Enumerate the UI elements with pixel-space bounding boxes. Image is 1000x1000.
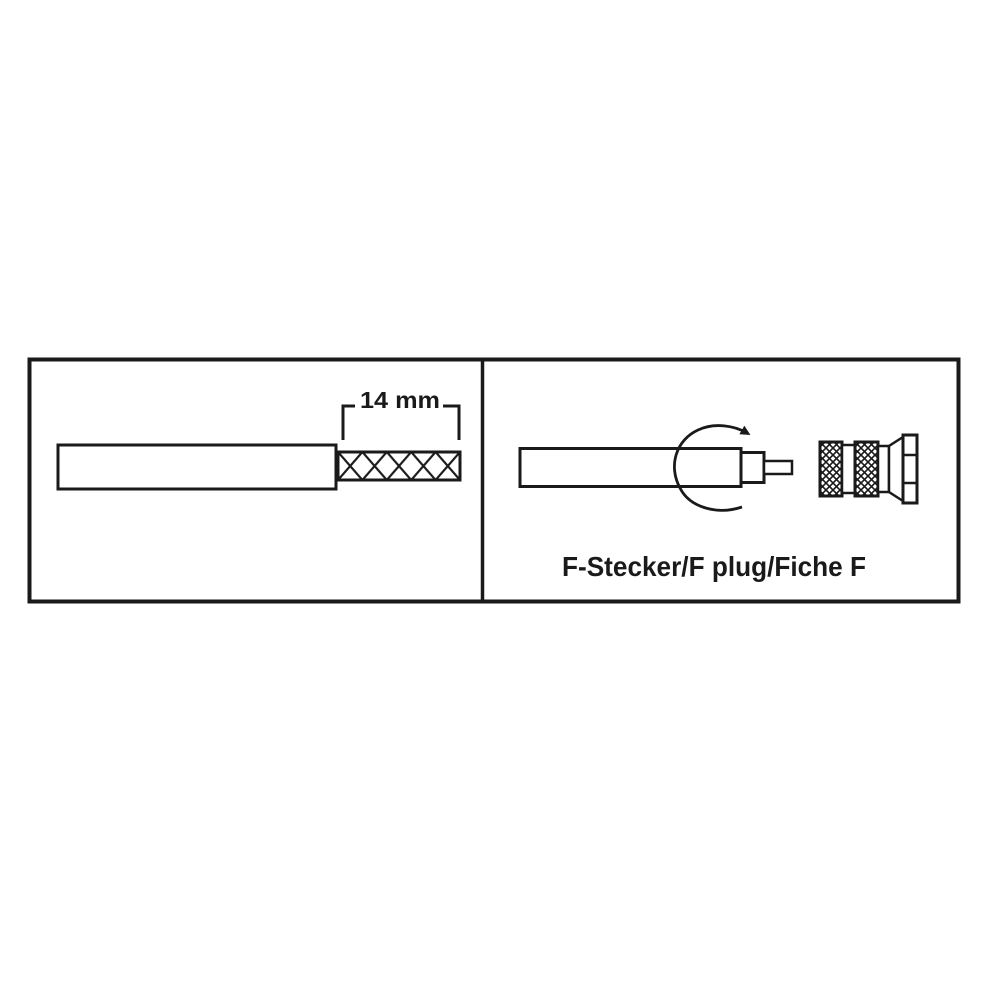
connector-flare (887, 434, 905, 504)
connector-knurl-rear (853, 440, 880, 498)
dimension-label: 14 mm (360, 387, 440, 413)
center-conductor (762, 459, 794, 476)
connector-knurl-front (818, 440, 844, 498)
dimension-bracket: 14 mm (341, 387, 461, 440)
dielectric-insulator (739, 451, 766, 484)
connector-caption: F-Stecker/F plug/Fiche F (562, 551, 866, 582)
prepared-cable-jacket (518, 447, 743, 488)
rotation-arrow-icon (673, 424, 751, 512)
f-connector-icon (818, 433, 919, 505)
braided-shield (336, 450, 462, 482)
connector-band (840, 443, 857, 495)
panel-strip-cable: 14 mm (56, 387, 462, 491)
panel-attach-plug: F-Stecker/F plug/Fiche F (518, 424, 919, 582)
cable-jacket (56, 443, 338, 491)
connector-hex-nut (901, 433, 919, 505)
connector-neck (876, 444, 891, 494)
